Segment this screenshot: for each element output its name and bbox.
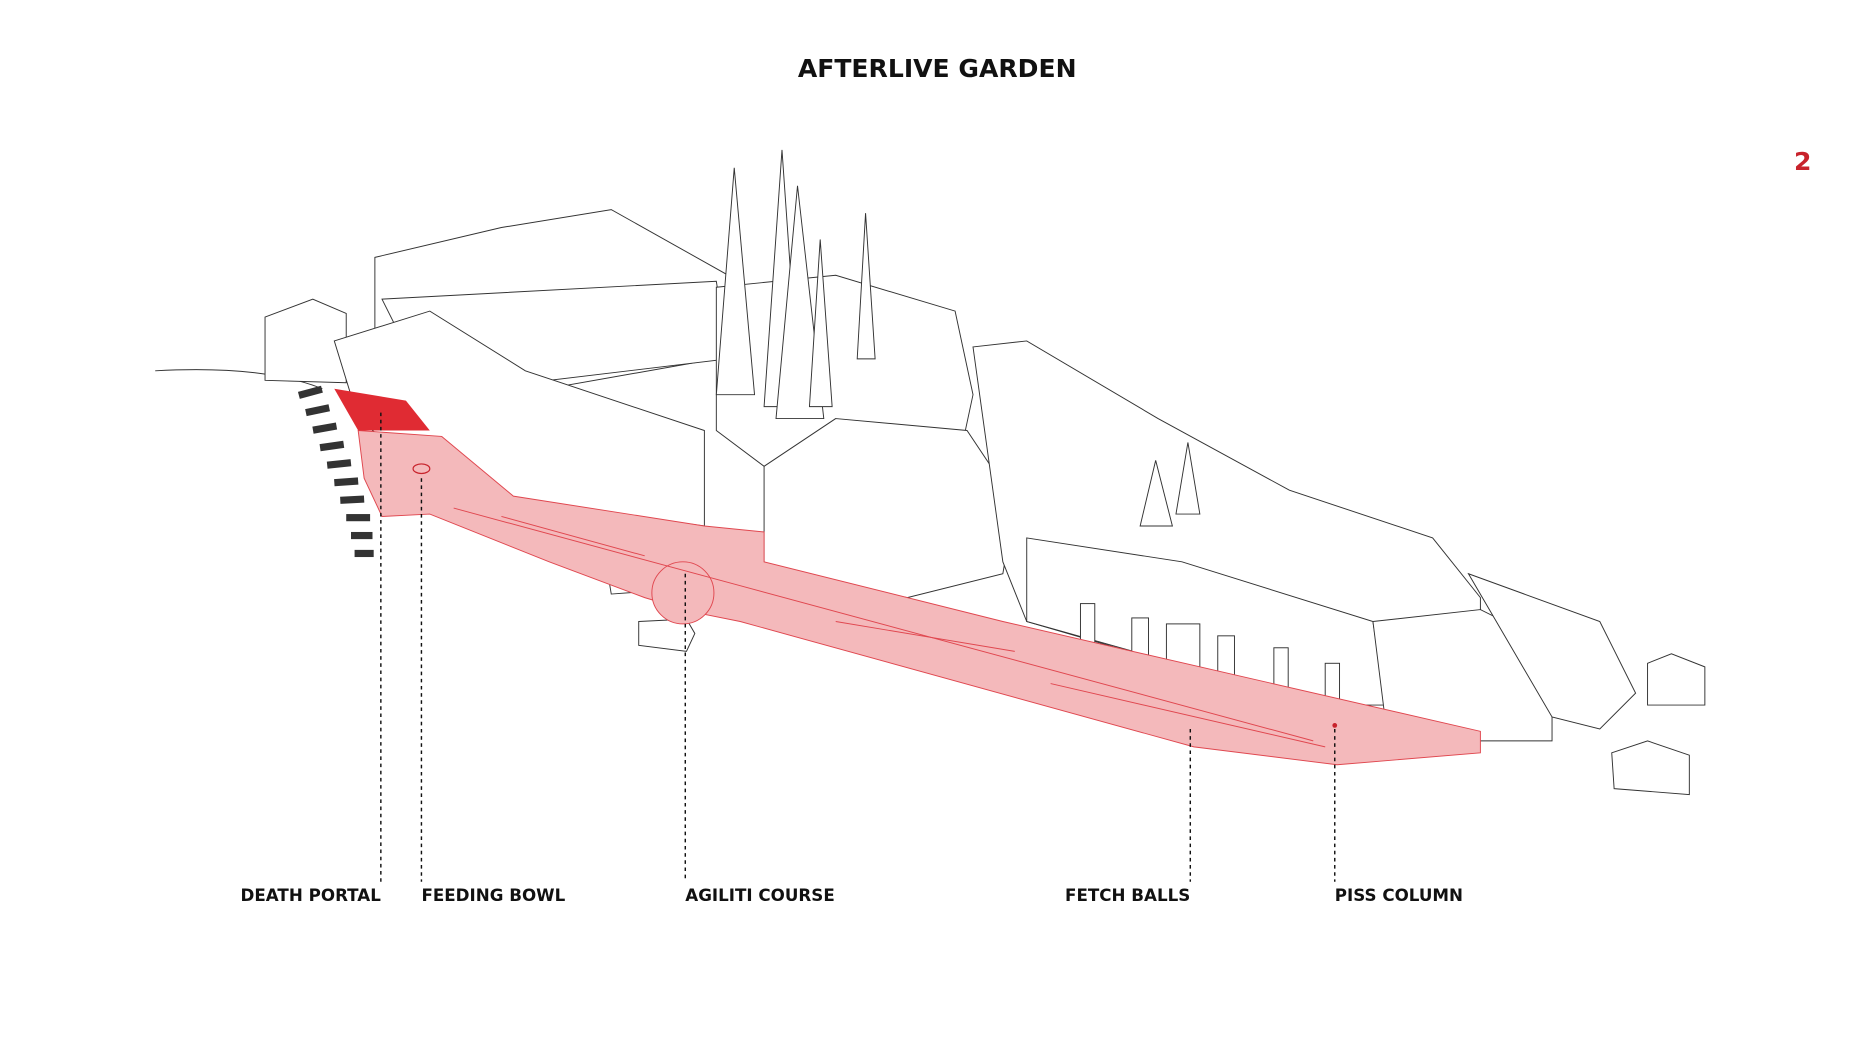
afterlive-garden-promenade	[334, 388, 1481, 766]
portal-stripes	[297, 385, 374, 558]
terrain-line	[155, 369, 323, 390]
piss-column-marker	[1332, 722, 1338, 728]
page-number: 2	[1794, 147, 1811, 176]
label-piss-column: PISS COLUMN	[1335, 885, 1463, 905]
diagram-title: AFTERLIVE GARDEN	[798, 54, 1077, 83]
label-death-portal: DEATH PORTAL	[241, 885, 382, 905]
label-fetch-balls: FETCH BALLS	[1065, 885, 1190, 905]
feeding-bowl-marker	[412, 463, 431, 475]
label-agiliti-course: AGILITI COURSE	[685, 885, 834, 905]
death-portal-structure	[334, 388, 430, 431]
old-town-buildings	[264, 149, 1706, 796]
label-feeding-bowl: FEEDING BOWL	[421, 885, 565, 905]
